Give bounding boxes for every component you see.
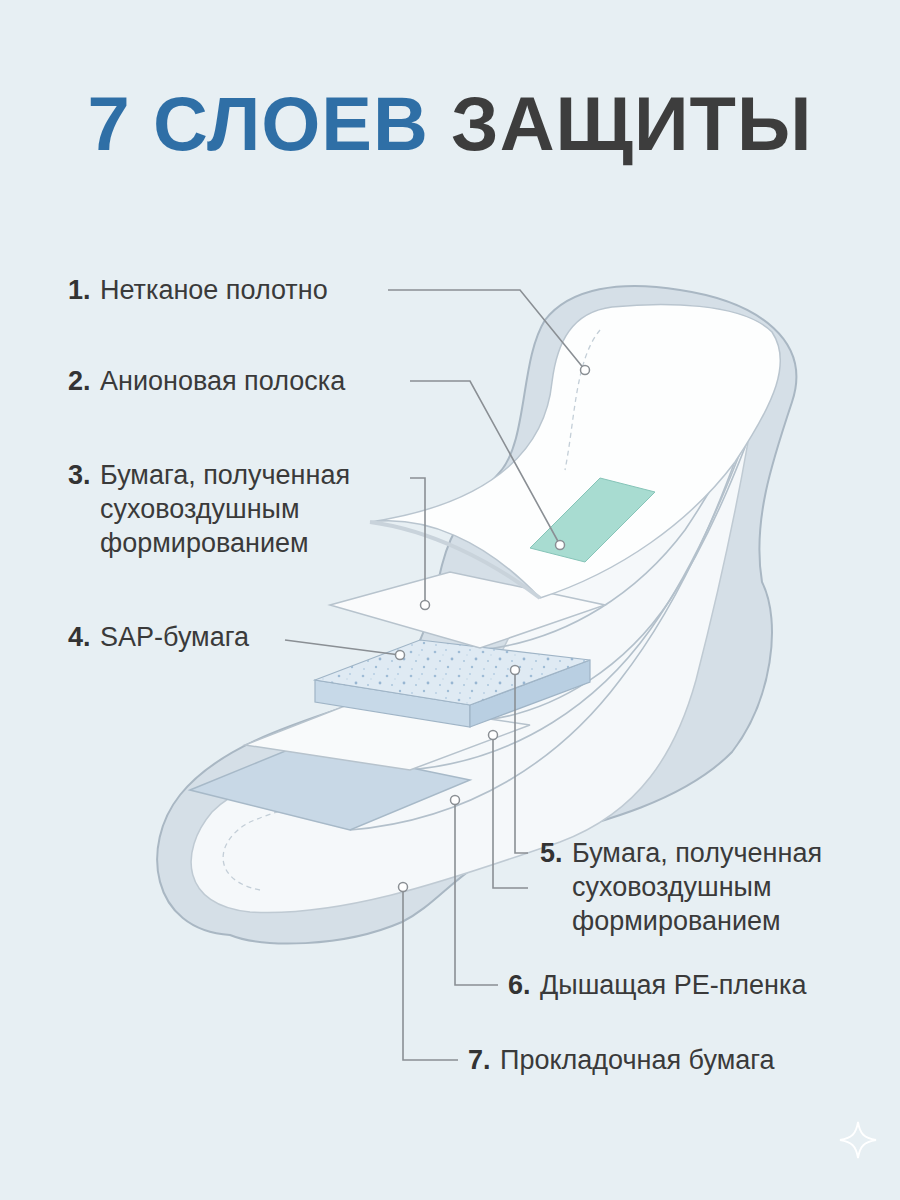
leader-line (455, 800, 498, 985)
leader-line (388, 290, 585, 370)
leader-dot (421, 601, 430, 610)
leader-line (410, 381, 560, 545)
leader-line (515, 670, 528, 853)
leader-line (410, 478, 425, 605)
title-row: 7 СЛОЕВ ЗАЩИТЫ (0, 78, 900, 170)
leader-dot (489, 731, 498, 740)
leader-dot (581, 366, 590, 375)
layer-label: Прокладочная бумага (500, 1043, 880, 1077)
leader-dot (451, 796, 460, 805)
callout-number: 7. (468, 1043, 491, 1077)
anion-strip (530, 478, 655, 562)
layer-label: Бумага, полученная суховоздушным формиро… (100, 458, 400, 560)
callout-number: 6. (508, 968, 531, 1002)
page-title: 7 СЛОЕВ ЗАЩИТЫ (88, 78, 813, 170)
nonwoven-topsheet (370, 305, 780, 598)
leader-dot (399, 883, 408, 892)
leader-dots (396, 366, 590, 892)
callout-number: 1. (68, 273, 91, 307)
topsheet-curl (370, 522, 540, 598)
callout-number: 2. (68, 364, 91, 398)
layer-label: Нетканое полотно (100, 273, 385, 307)
leader-dot (511, 666, 520, 675)
layer-label: Анионовая полоска (100, 364, 405, 398)
callout-number: 5. (540, 836, 563, 870)
callout-number: 4. (68, 620, 91, 654)
leader-lines (285, 290, 585, 1060)
layer-label: Дышащая PE-пленка (540, 968, 880, 1002)
leader-dot (556, 541, 565, 550)
sparkle-watermark (840, 1122, 876, 1158)
leader-dot (396, 651, 405, 660)
leader-line (493, 735, 528, 888)
leader-line (285, 640, 400, 655)
layer-1-topsheet (370, 305, 780, 598)
callout-number: 3. (68, 458, 91, 492)
layer-4-sap (315, 640, 590, 727)
layer-label: Бумага, полученная суховоздушным формиро… (572, 836, 882, 938)
leader-line (403, 887, 458, 1060)
layer-label: SAP-бумага (100, 620, 280, 654)
